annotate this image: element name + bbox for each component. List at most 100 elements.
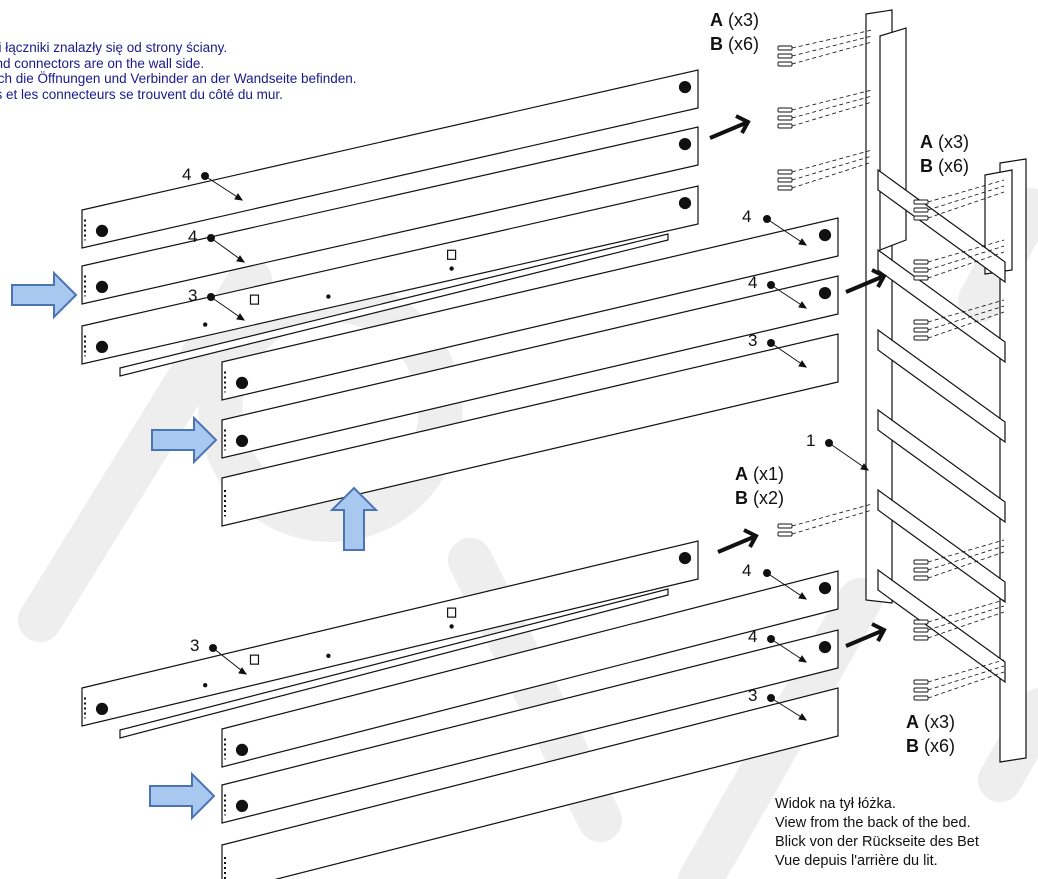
connector-a-count: (x1) (753, 464, 785, 484)
view-note-fr: Vue depuis l'arrière du lit. (775, 853, 938, 869)
blue-arrow-right (151, 415, 218, 465)
bolt-guide-line (791, 509, 873, 535)
connector-b-count: (x6) (938, 156, 970, 176)
connector-bolt (913, 215, 929, 221)
bolt-guide-line (791, 89, 873, 111)
connector-a-letter: A (906, 712, 919, 732)
connector-b-letter: B (735, 488, 748, 508)
instruction-text: y i łączniki znalazły się od strony ścia… (0, 40, 357, 102)
bolt-guide-line (927, 539, 1005, 563)
connector-bolt (913, 199, 929, 205)
view-note-pl: Widok na tył łóżka. (775, 796, 896, 812)
bolt-guide-line (791, 503, 873, 527)
bolt-guide-line (927, 185, 1005, 211)
bolt-guide-line (927, 605, 1005, 631)
bolt-guide-line (927, 551, 1005, 579)
direction-arrow (709, 120, 749, 140)
leader-line (766, 218, 807, 246)
leader-arrowhead (238, 667, 248, 675)
bolt-guide-line (927, 599, 1005, 623)
connector-bolt (913, 207, 929, 213)
connector-bolt (913, 679, 929, 685)
board (81, 540, 699, 727)
leader-line (766, 572, 807, 600)
leader-group (201, 172, 870, 721)
connector-a-letter: A (735, 464, 748, 484)
quantity-label-bottom: A (x3) B (x6) (906, 710, 955, 758)
connector-bolt (777, 523, 793, 529)
connector-bolt (913, 619, 929, 625)
bolt-guide-line (791, 155, 873, 181)
ladder-rung (877, 248, 1006, 364)
arrow-group (11, 114, 887, 821)
slat-rail (119, 233, 669, 377)
part-number-label: 4 (742, 561, 752, 580)
connector-bolt (913, 335, 929, 341)
board-hole (95, 280, 109, 293)
leader-arrowhead (236, 255, 246, 263)
bolt-guide-line (927, 179, 1005, 203)
connector-bolt (777, 45, 793, 51)
connector-b-letter: B (920, 156, 933, 176)
part-number-label: 4 (182, 165, 192, 184)
board-hole (818, 229, 832, 242)
ladder-group (865, 9, 1027, 763)
part-number-label: 3 (190, 636, 200, 655)
view-note-de: Blick von der Rückseite des Bet (775, 834, 979, 850)
direction-arrowhead (743, 528, 759, 548)
board-bracket (447, 607, 457, 618)
bolt-guide-line (927, 611, 1005, 639)
board-hole (235, 376, 249, 389)
connector-bolt (777, 531, 793, 537)
connector-b-letter: B (710, 34, 723, 54)
ladder-rung (877, 168, 1006, 284)
screw-dot (202, 322, 208, 327)
board-hole (818, 581, 832, 595)
board-hole (678, 80, 692, 94)
connector-b-count: (x6) (728, 34, 760, 54)
ladder-post-inner-right (984, 169, 1013, 275)
connector-bolt (777, 123, 793, 129)
part-number-label: 1 (806, 431, 816, 450)
view-note: Widok na tył łóżka. View from the back o… (775, 795, 979, 871)
connector-bolt (913, 695, 929, 701)
connector-a-count: (x3) (938, 132, 970, 152)
connector-a-letter: A (710, 10, 723, 30)
board-hole (235, 743, 249, 757)
direction-arrowhead (871, 268, 887, 288)
bolt-guide-line (927, 665, 1005, 691)
instruction-line-en: and connectors are on the wall side. (0, 55, 205, 71)
ladder-rung (877, 408, 1006, 524)
screw-dot (326, 294, 331, 299)
bolt-guide-line (927, 191, 1005, 219)
direction-arrowhead (735, 114, 751, 134)
board-group (81, 69, 839, 879)
screw-dot (449, 266, 454, 271)
connector-bolt (777, 107, 793, 113)
board-hole (95, 340, 109, 353)
board-hole (678, 551, 692, 565)
connector-bolt (777, 53, 793, 59)
board-hole (818, 640, 832, 654)
bolt-guide-line (927, 671, 1005, 699)
blue-arrow-right (11, 270, 78, 320)
instruction-line-de: sich die Öffnungen und Verbinder an der … (0, 71, 357, 86)
connector-bolt (913, 327, 929, 333)
board (221, 275, 839, 459)
connector-bolt (913, 267, 929, 273)
slat-rail (119, 588, 669, 739)
connector-bolt (777, 185, 793, 191)
leader-line (770, 342, 807, 368)
bolt-guide-line (927, 245, 1005, 271)
bolt-guide-line (791, 149, 873, 173)
direction-arrow (845, 628, 885, 648)
connector-bolt (777, 115, 793, 121)
quantity-label-upper-right: A (x3) B (x6) (920, 130, 969, 178)
bolt-guide-line (791, 95, 873, 119)
view-note-en: View from the back of the bed. (775, 815, 971, 831)
watermark-stroke (18, 258, 272, 642)
leader-arrowhead (860, 463, 870, 471)
board (81, 126, 699, 305)
board-hole (678, 138, 692, 151)
connector-bolt (777, 177, 793, 183)
